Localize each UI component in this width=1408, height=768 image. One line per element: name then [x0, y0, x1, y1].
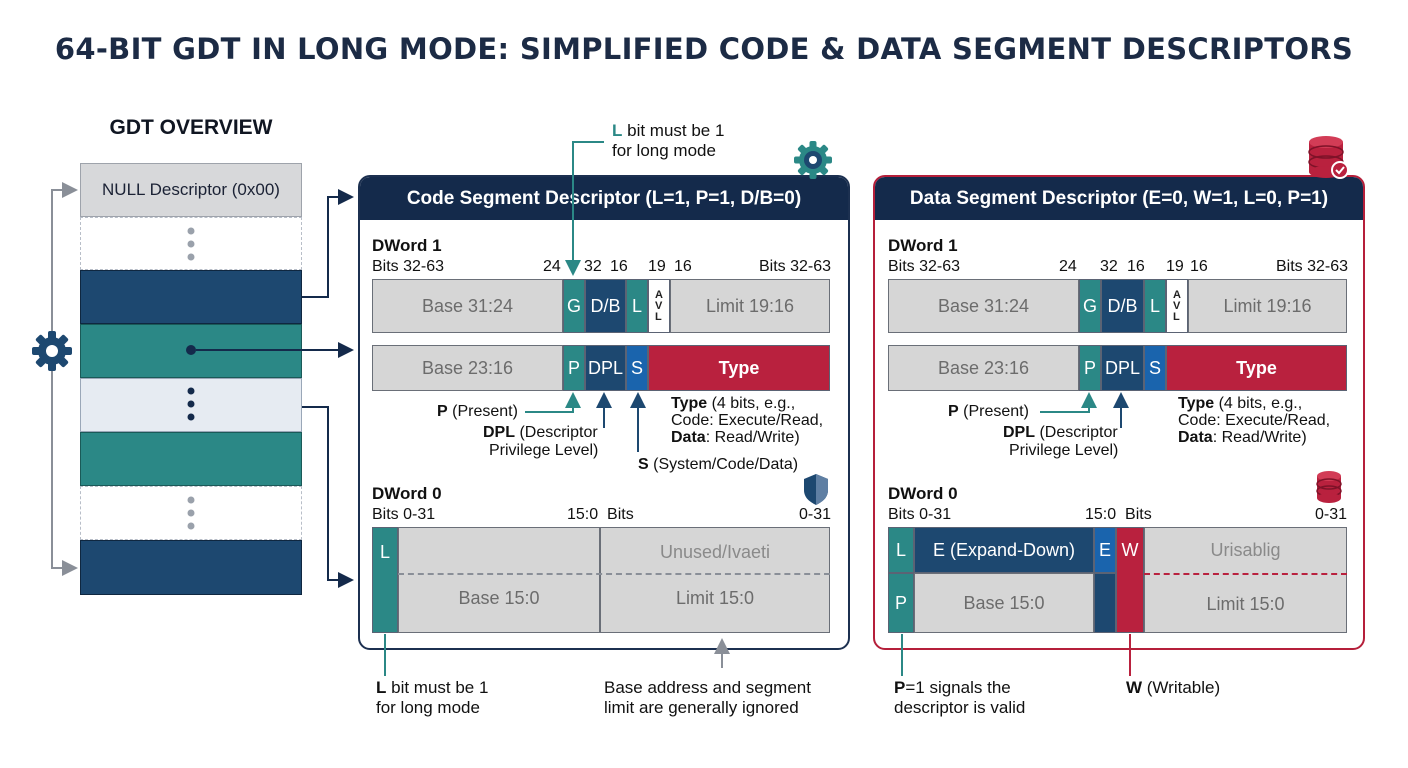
data-d0-divider: [1144, 573, 1347, 575]
code-l-bit: L: [626, 279, 648, 333]
gdt-overview-heading: GDT OVERVIEW: [109, 116, 273, 139]
data-tick-24: 24: [1059, 258, 1077, 275]
data-limit-19-16: Limit 19:16: [1188, 279, 1347, 333]
code-p-note: P (Present): [437, 403, 518, 420]
data-d0-e-bit: E: [1094, 527, 1116, 573]
data-d0-right: 0-31: [1315, 506, 1348, 523]
gdt-gap-row-2: [80, 486, 302, 540]
code-d0-base-15-0: Base 15:0: [398, 527, 600, 633]
code-tick-19: 19: [648, 258, 666, 275]
database-icon-top: [1308, 136, 1349, 179]
data-d0-w-bit: W: [1116, 527, 1144, 633]
data-dpl-note-2: Privilege Level): [1009, 442, 1119, 459]
gdt-bracket-line: [51, 189, 76, 569]
data-p-note: P (Present): [948, 403, 1029, 420]
code-d0-right-block: Unused/Ivaeti Limit 15:0: [600, 527, 830, 633]
code-avl-bit: A V L: [648, 279, 670, 333]
code-bits-right: Bits 32-63: [759, 258, 832, 275]
code-type-note-3: Data: Read/Write): [671, 429, 800, 446]
code-s-bit: S: [626, 345, 648, 391]
data-p-bit: P: [1079, 345, 1101, 391]
data-db-bit: D/B: [1101, 279, 1144, 333]
code-tick-16b: 16: [674, 258, 692, 275]
code-dpl-field: DPL: [585, 345, 626, 391]
code-base-23-16: Base 23:16: [372, 345, 563, 391]
gdt-null-descriptor: NULL Descriptor (0x00): [80, 163, 302, 217]
data-d0-navy-strip: [1094, 573, 1116, 633]
data-dword0-label: DWord 0: [888, 484, 958, 503]
data-bits-right: Bits 32-63: [1276, 258, 1349, 275]
code-d0-l-bit: L: [372, 527, 398, 633]
gdt-gap-row: [80, 217, 302, 270]
code-base-31-24: Base 31:24: [372, 279, 563, 333]
code-s-note: S (System/Code/Data): [638, 456, 799, 473]
code-dpl-note-2: Privilege Level): [489, 442, 599, 459]
gdt-teal-entry-2[interactable]: [80, 432, 302, 486]
code-d0-divider: [398, 573, 830, 575]
data-d0-bits-left: Bits 0-31: [888, 506, 952, 523]
data-type-field: Type: [1166, 345, 1347, 391]
gdt-light-entry[interactable]: [80, 378, 302, 432]
data-dpl-field: DPL: [1101, 345, 1144, 391]
code-db-bit: D/B: [585, 279, 626, 333]
code-dpl-note: DPL (Descriptor: [483, 424, 598, 441]
gear-icon-left: [32, 331, 72, 371]
data-base-31-24: Base 31:24: [888, 279, 1079, 333]
code-dword0-label: DWord 0: [372, 484, 442, 503]
data-g-bit: G: [1079, 279, 1101, 333]
code-tick-32: 32: [584, 258, 602, 275]
page-title: 64-BIT GDT IN LONG MODE: SIMPLIFIED CODE…: [54, 32, 1354, 66]
data-d0-l-bit: L: [888, 527, 914, 573]
code-panel-header: Code Segment Descriptor (L=1, P=1, D/B=0…: [360, 177, 848, 220]
data-avl-bit: A V L: [1166, 279, 1188, 333]
data-base-23-16: Base 23:16: [888, 345, 1079, 391]
data-d0-base-15-0: Base 15:0: [914, 573, 1094, 633]
gdt-code-entry[interactable]: [80, 270, 302, 324]
data-s-bit: S: [1144, 345, 1166, 391]
data-d0-expand-down: E (Expand-Down): [914, 527, 1094, 573]
code-dword1-label: DWord 1: [372, 236, 442, 255]
code-d0-bits-left: Bits 0-31: [372, 506, 436, 523]
data-type-note-3: Data: Read/Write): [1178, 429, 1307, 446]
gear-icon-code: [794, 141, 832, 179]
data-l-bit: L: [1144, 279, 1166, 333]
code-tick-24: 24: [543, 258, 561, 275]
code-bits-left: Bits 32-63: [372, 258, 445, 275]
code-d0-right: 0-31: [799, 506, 832, 523]
data-type-note: Type (4 bits, e.g.,: [1178, 395, 1303, 412]
data-d0-right-block: Urisablig Limit 15:0: [1144, 527, 1347, 633]
data-dword1-label: DWord 1: [888, 236, 958, 255]
data-type-note-2: Code: Execute/Read,: [1178, 412, 1331, 429]
code-type-note-2: Code: Execute/Read,: [671, 412, 824, 429]
gdt-data-entry[interactable]: [80, 540, 302, 595]
code-tick-16a: 16: [610, 258, 628, 275]
code-p-bit: P: [563, 345, 585, 391]
data-d0-p-bit: P: [888, 573, 914, 633]
data-tick-32: 32: [1100, 258, 1118, 275]
data-tick-19: 19: [1166, 258, 1184, 275]
code-g-bit: G: [563, 279, 585, 333]
data-panel-header: Data Segment Descriptor (E=0, W=1, L=0, …: [875, 177, 1363, 220]
data-bottom-right-note: W (Writable): [1126, 678, 1221, 697]
code-bottom-right-note: Base address and segment limit are gener…: [604, 678, 811, 717]
code-type-note: Type (4 bits, e.g.,: [671, 395, 796, 412]
data-tick-16b: 16: [1190, 258, 1208, 275]
code-limit-19-16: Limit 19:16: [670, 279, 830, 333]
data-dpl-note: DPL (Descriptor: [1003, 424, 1118, 441]
code-d0-mid: 15:0 Bits: [567, 506, 634, 523]
data-tick-16a: 16: [1127, 258, 1145, 275]
gdt-teal-entry[interactable]: [80, 324, 302, 378]
data-d0-mid: 15:0 Bits: [1085, 506, 1152, 523]
data-bits-left: Bits 32-63: [888, 258, 961, 275]
code-type-field: Type: [648, 345, 830, 391]
